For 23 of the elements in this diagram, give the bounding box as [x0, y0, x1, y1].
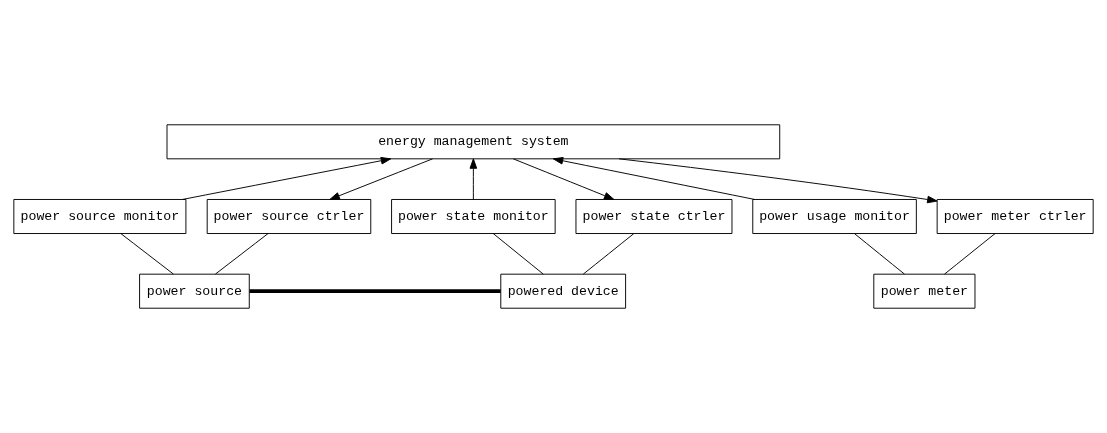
arrow [329, 158, 434, 200]
arrow [182, 156, 392, 200]
node-box: power usage monitor [752, 199, 917, 234]
connector [492, 233, 544, 275]
connector [214, 233, 269, 275]
node-box: power source monitor [13, 199, 187, 234]
connector [582, 233, 635, 275]
arrow [552, 157, 755, 200]
node-box: powered device [500, 273, 627, 309]
connector [120, 233, 174, 275]
node-box: energy management system [166, 124, 781, 160]
connector [944, 233, 996, 275]
connector [853, 233, 905, 275]
node-box: power state ctrler [575, 199, 733, 234]
node-box: power meter ctrler [936, 199, 1094, 234]
arrow [618, 158, 938, 204]
node-box: power source [139, 273, 250, 309]
node-box: power source ctrler [206, 199, 372, 234]
node-box: power meter [873, 273, 976, 309]
arrow [469, 158, 478, 200]
connector [249, 289, 501, 294]
node-box: power state monitor [391, 199, 556, 234]
arrow [512, 158, 615, 200]
